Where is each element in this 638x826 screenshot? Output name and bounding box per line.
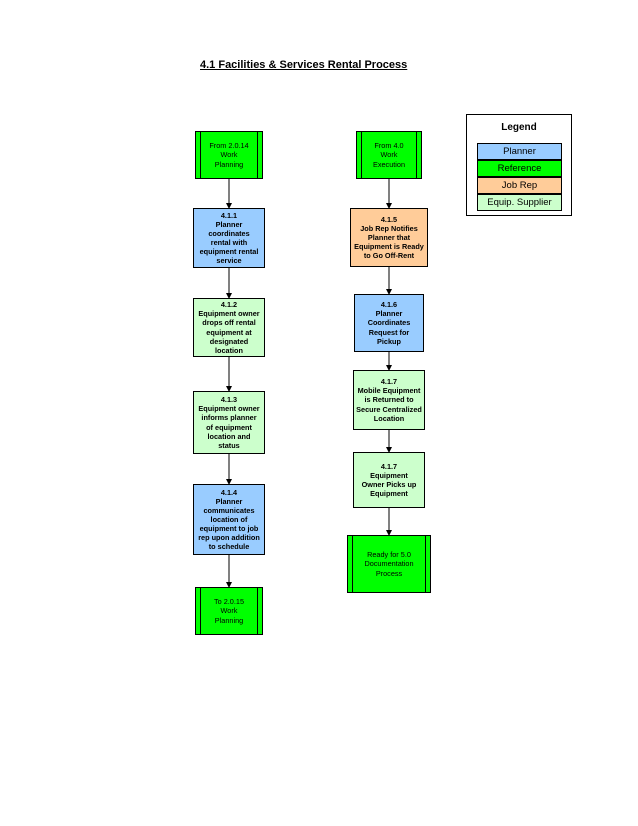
legend-item-planner: Planner: [477, 143, 562, 160]
legend: Legend Planner Reference Job Rep Equip. …: [466, 114, 572, 216]
page-title: 4.1 Facilities & Services Rental Process: [200, 59, 408, 71]
step-4-1-6: 4.1.6 Planner Coordinates Request for Pi…: [354, 294, 424, 352]
legend-title: Legend: [501, 122, 537, 133]
ref-ready-for-5-0: Ready for 5.0 Documentation Process: [347, 535, 431, 593]
legend-item-equip-supplier: Equip. Supplier: [477, 194, 562, 211]
legend-item-job-rep: Job Rep: [477, 177, 562, 194]
ref-from-2-0-14: From 2.0.14 Work Planning: [195, 131, 263, 179]
step-4-1-4: 4.1.4 Planner communicates location of e…: [193, 484, 265, 555]
ref-from-4-0: From 4.0 Work Execution: [356, 131, 422, 179]
legend-item-reference: Reference: [477, 160, 562, 177]
step-4-1-5: 4.1.5 Job Rep Notifies Planner that Equi…: [350, 208, 428, 267]
step-4-1-7-pickup: 4.1.7 Equipment Owner Picks up Equipment: [353, 452, 425, 508]
step-4-1-2: 4.1.2 Equipment owner drops off rental e…: [193, 298, 265, 357]
step-4-1-1: 4.1.1 Planner coordinates rental with eq…: [193, 208, 265, 268]
step-4-1-7-returned: 4.1.7 Mobile Equipment is Returned to Se…: [353, 370, 425, 430]
step-4-1-3: 4.1.3 Equipment owner informs planner of…: [193, 391, 265, 454]
ref-to-2-0-15: To 2.0.15 Work Planning: [195, 587, 263, 635]
